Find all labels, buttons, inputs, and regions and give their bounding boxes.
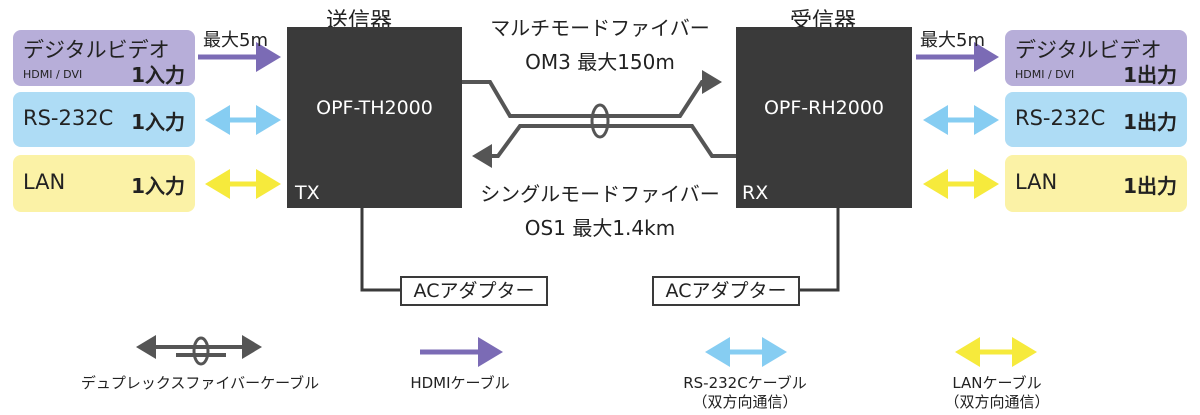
tx-tag: TX bbox=[295, 182, 320, 204]
left-video-count: 1入力 bbox=[131, 63, 185, 87]
left-rs232-name: RS-232C bbox=[23, 106, 114, 130]
right-video-name: デジタルビデオ bbox=[1015, 38, 1162, 62]
singlemode-label: シングルモードファイバー bbox=[480, 182, 720, 206]
rx-power-cable bbox=[800, 208, 840, 292]
tx-ac-adapter: ACアダプター bbox=[400, 276, 548, 306]
left-rs232-port: RS-232C 1入力 bbox=[13, 92, 195, 147]
rx-tag: RX bbox=[742, 182, 769, 204]
left-lan-name: LAN bbox=[23, 170, 66, 194]
legend-rs232-label-2: （双方向通信） bbox=[692, 393, 798, 411]
left-video-port: デジタルビデオ HDMI / DVI 1入力 bbox=[13, 30, 195, 87]
right-video-count: 1出力 bbox=[1123, 63, 1177, 87]
multimode-spec: OM3 最大150m bbox=[525, 50, 675, 74]
rx-model: OPF-RH2000 bbox=[763, 97, 885, 119]
tx-device: OPF-TH2000 TX bbox=[287, 27, 462, 208]
right-video-sub: HDMI / DVI bbox=[1015, 68, 1075, 81]
right-video-port: デジタルビデオ HDMI / DVI 1出力 bbox=[1005, 30, 1187, 87]
right-lan-port: LAN 1出力 bbox=[1005, 155, 1187, 212]
hdmi-right-max: 最大5m bbox=[920, 30, 985, 51]
hdmi-left-max: 最大5m bbox=[203, 30, 268, 51]
multimode-label: マルチモードファイバー bbox=[490, 16, 710, 40]
fiber-bundle-ring bbox=[590, 103, 610, 139]
rx-device: OPF-RH2000 RX bbox=[736, 27, 912, 208]
legend-lan-label-1: LANケーブル bbox=[952, 374, 1042, 392]
right-rs232-port: RS-232C 1出力 bbox=[1005, 92, 1187, 147]
right-rs232-name: RS-232C bbox=[1015, 106, 1106, 130]
rx-ac-adapter: ACアダプター bbox=[652, 276, 800, 306]
legend-duplex-symbol bbox=[136, 335, 262, 366]
right-lan-name: LAN bbox=[1015, 170, 1058, 194]
left-lan-port: LAN 1入力 bbox=[13, 155, 195, 212]
tx-power-cable bbox=[360, 208, 400, 292]
duplex-fiber bbox=[462, 70, 736, 168]
left-video-sub: HDMI / DVI bbox=[23, 68, 83, 81]
right-rs232-count: 1出力 bbox=[1123, 110, 1177, 134]
tx-model: OPF-TH2000 bbox=[316, 97, 433, 119]
right-lan-count: 1出力 bbox=[1123, 174, 1177, 198]
left-rs232-count: 1入力 bbox=[131, 110, 185, 134]
singlemode-spec: OS1 最大1.4km bbox=[524, 216, 676, 240]
left-video-name: デジタルビデオ bbox=[23, 38, 170, 62]
legend-duplex-label: デュプレックスファイバーケーブル bbox=[80, 374, 320, 392]
legend-rs232-label-1: RS-232Cケーブル bbox=[683, 374, 807, 392]
left-lan-count: 1入力 bbox=[131, 174, 185, 198]
legend-lan-label-2: （双方向通信） bbox=[944, 393, 1050, 411]
legend-hdmi-label: HDMIケーブル bbox=[410, 374, 510, 392]
